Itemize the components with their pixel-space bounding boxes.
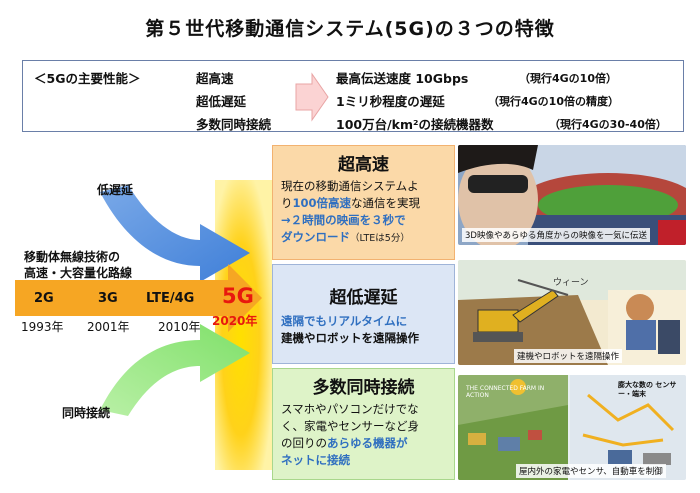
spec-note-speed: （現行4Gの10倍） [519, 72, 617, 85]
feature-text-speed-highlight: 100倍高速 [292, 196, 352, 210]
main-path-arrow [15, 264, 262, 332]
feature-text-speed-download: ダウンロード [281, 230, 350, 244]
photo-connected-devices: THE CONNECTED FARM IN ACTION 膨大な数の センサー・… [458, 375, 686, 480]
spec-name-latency: 超低遅延 [196, 94, 247, 109]
feature-title-latency: 超低遅延 [329, 288, 398, 308]
remote-construction-image: ウィーン [458, 260, 686, 365]
spec-value-latency: 1ミリ秒程度の遅延 [336, 94, 445, 109]
feature-text-speed-line2: り100倍高速な通信を実現 [281, 195, 448, 212]
page-title: 第５世代移動通信システム(5G)の３つの特徴 [145, 18, 555, 40]
target-5g: 5G [222, 284, 254, 308]
evolution-diagram [15, 180, 272, 470]
spec-name-connections: 多数同時接続 [196, 117, 272, 132]
photo-caption-devices: 屋内外の家電やセンサ、自動車を制御 [516, 464, 666, 478]
spec-note-latency: （現行4Gの10倍の精度） [488, 95, 619, 108]
low-latency-arrow [100, 185, 250, 282]
feature-text-latency-line2: 建機やロボットを遠隔操作 [281, 331, 419, 345]
feature-text-speed: 現在の移動通信システムよ り100倍高速な通信を実現 →２時間の映画を３秒で ダ… [281, 178, 448, 247]
photo-remote-construction: ウィーン 建機やロボットを遠隔操作 [458, 260, 686, 365]
feature-title-connections: 多数同時接続 [312, 378, 415, 398]
photo-label-farm: THE CONNECTED FARM IN ACTION [466, 385, 545, 399]
spec-value-speed: 最高伝送速度 10Gbps [336, 71, 469, 86]
spec-name-speed: 超高速 [196, 71, 234, 86]
target-year: 2020年 [212, 314, 258, 328]
massive-connection-label: 同時接続 [62, 406, 111, 420]
photo-caption-construction: 建機やロボットを遠隔操作 [514, 349, 623, 363]
spec-header: ＜5Gの主要性能＞ [34, 71, 141, 86]
feature-text-speed-pre: り [281, 196, 293, 210]
feature-text-speed-lte-note: （LTEは5分） [350, 233, 410, 244]
feature-text-connections: スマホやパソコンだけでな く、家電やセンサーなど身 の回りのあらゆる機器が ネッ… [281, 401, 448, 469]
feature-title-speed: 超高速 [338, 155, 389, 175]
massive-connection-arrow [100, 324, 250, 416]
svg-text:ウィーン: ウィーン [553, 277, 589, 288]
spec-value-connections: 100万台/km²の接続機器数 [336, 117, 494, 132]
feature-text-speed-line1: 現在の移動通信システムよ [281, 179, 419, 193]
feature-text-speed-line3: →２時間の映画を３秒で [281, 213, 406, 227]
feature-text-latency-line1: 遠隔でもリアルタイムに [281, 314, 408, 328]
stage-3g: 3G [98, 291, 118, 306]
stage-lte-4g: LTE/4G [146, 291, 195, 306]
photo-caption-stadium: 3D映像やあらゆる角度からの映像を一気に伝送 [462, 228, 650, 242]
feature-text-connections-line1: スマホやパソコンだけでな [281, 402, 419, 416]
photo-label-sensors: 膨大な数の センサー・端末 [618, 381, 677, 398]
year-2g: 1993年 [21, 320, 64, 334]
feature-text-connections-highlight: あらゆる機器が [327, 436, 408, 450]
feature-panel-connections: 多数同時接続 スマホやパソコンだけでな く、家電やセンサーなど身 の回りのあらゆ… [272, 368, 455, 480]
path-label-line2: 高速・大容量化路線 [24, 266, 133, 280]
arrow-right-icon [295, 72, 329, 122]
path-label-line1: 移動体無線技術の [24, 250, 121, 264]
feature-text-latency: 遠隔でもリアルタイムに 建機やロボットを遠隔操作 [281, 313, 448, 347]
feature-text-connections-line4: ネットに接続 [281, 453, 350, 467]
spec-summary-box [22, 60, 684, 132]
photo-stadium-vr: 3D映像やあらゆる角度からの映像を一気に伝送 [458, 145, 686, 245]
feature-panel-latency: 超低遅延 遠隔でもリアルタイムに 建機やロボットを遠隔操作 [272, 264, 455, 364]
feature-text-speed-post: な通信を実現 [351, 196, 421, 210]
connected-devices-image [458, 375, 686, 480]
feature-text-connections-line2: く、家電やセンサーなど身 [281, 419, 419, 433]
year-lte-4g: 2010年 [158, 320, 201, 334]
year-3g: 2001年 [87, 320, 130, 334]
spec-note-connections: （現行4Gの30-40倍） [549, 118, 667, 131]
stage-2g: 2G [34, 291, 54, 306]
feature-panel-speed: 超高速 現在の移動通信システムよ り100倍高速な通信を実現 →２時間の映画を３… [272, 145, 455, 260]
low-latency-label: 低遅延 [97, 183, 134, 197]
feature-text-connections-pre: の回りの [281, 436, 327, 450]
